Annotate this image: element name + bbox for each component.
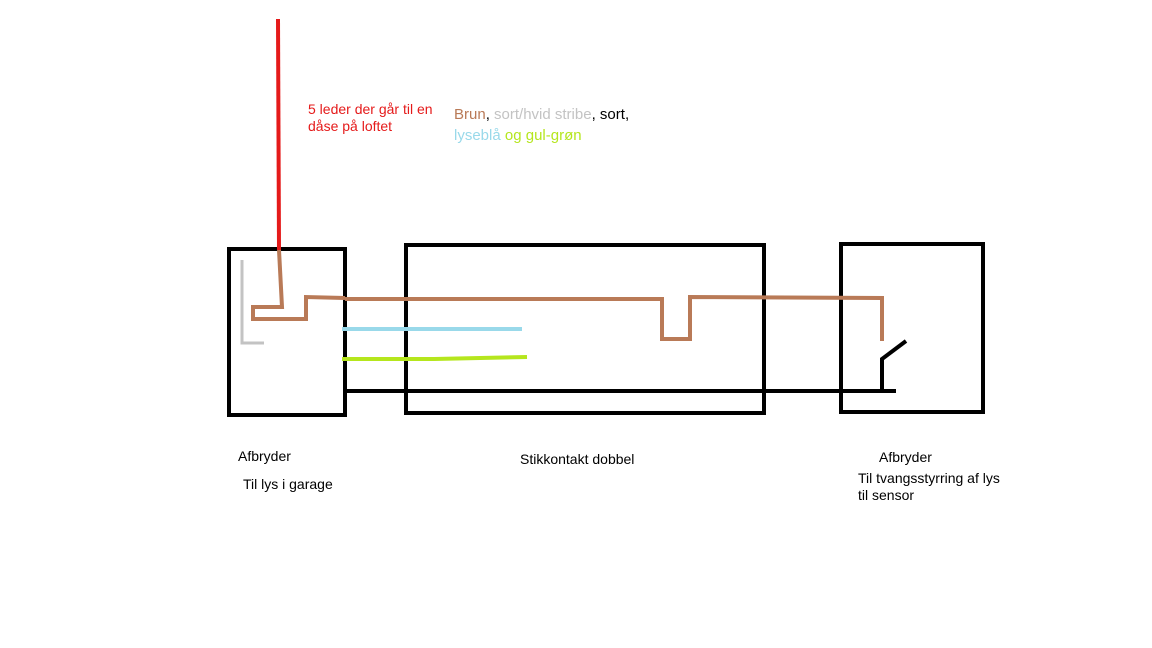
right-switch-box	[839, 242, 985, 414]
lightblue-label: lyseblå	[454, 127, 501, 144]
right-switch-desc-line-2: til sensor	[858, 487, 915, 503]
left-switch-desc: Til lys i garage	[243, 476, 333, 492]
socket-title: Stikkontakt dobbel	[520, 451, 635, 467]
five-conductor-line-2: dåse på loftet	[308, 118, 393, 134]
left-switch-box	[227, 247, 347, 417]
right-switch-desc: Til tvangsstyrring af lys til sensor	[858, 470, 1000, 504]
five-conductor-label: 5 leder der går til en dåse på loftet	[308, 101, 433, 135]
brown-wire-main	[345, 294, 884, 341]
black-label: sort	[599, 106, 625, 123]
separator: ,	[624, 106, 630, 123]
red-cable	[276, 18, 281, 251]
right-switch-title: Afbryder	[879, 449, 932, 465]
left-switch-title: Afbryder	[238, 448, 291, 464]
grey-wire	[240, 260, 264, 345]
grey-stripe-label: sort/hvid stribe	[494, 106, 592, 123]
wire-colors-legend: Brun, sort/hvid stribe, sort, lyseblå og…	[454, 104, 629, 146]
five-conductor-line-1: 5 leder der går til en	[308, 101, 433, 117]
green-label: og gul-grøn	[504, 127, 582, 144]
wire-colors-line-2: lyseblå og gul-grøn	[454, 125, 629, 146]
green-wire	[342, 355, 528, 361]
brown-wire-left	[251, 249, 346, 321]
right-switch-desc-line-1: Til tvangsstyrring af lys	[858, 470, 1000, 486]
brown-label: Brun	[454, 106, 486, 123]
separator: ,	[591, 106, 600, 123]
wire-colors-line-1: Brun, sort/hvid stribe, sort,	[454, 104, 629, 125]
switch-contact	[880, 339, 908, 391]
separator: ,	[485, 106, 495, 123]
